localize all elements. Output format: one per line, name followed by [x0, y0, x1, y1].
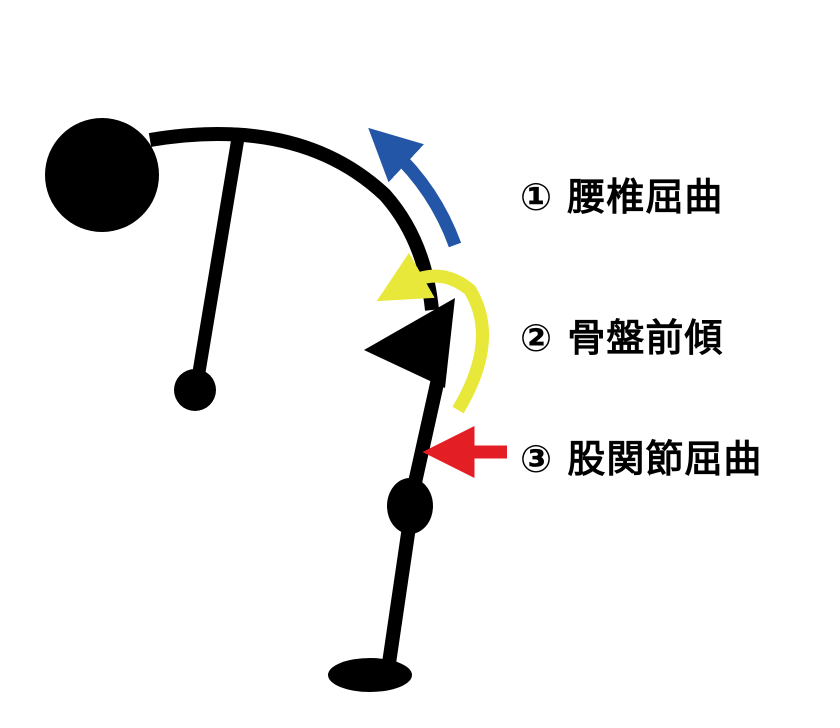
knee — [387, 478, 433, 534]
label-pelvic-tilt: ② 骨盤前傾 — [520, 307, 723, 362]
arm — [189, 136, 245, 392]
pelvis — [364, 298, 455, 388]
pelvic-tilt-arrow — [376, 252, 489, 414]
label-hip-flexion: ③ 股関節屈曲 — [520, 428, 762, 483]
label-text: 腰椎屈曲 — [567, 175, 724, 219]
shin — [381, 518, 417, 672]
label-number: ③ — [520, 437, 554, 481]
label-text: 骨盤前傾 — [567, 316, 724, 360]
label-lumbar-flexion: ① 腰椎屈曲 — [520, 166, 723, 221]
spine — [148, 127, 439, 311]
lumbar-flexion-arrow — [368, 127, 462, 248]
label-text: 股関節屈曲 — [567, 437, 763, 481]
foot — [328, 658, 412, 692]
hand — [174, 369, 216, 411]
label-number: ② — [520, 316, 554, 360]
head — [45, 118, 159, 232]
label-number: ① — [520, 175, 554, 219]
